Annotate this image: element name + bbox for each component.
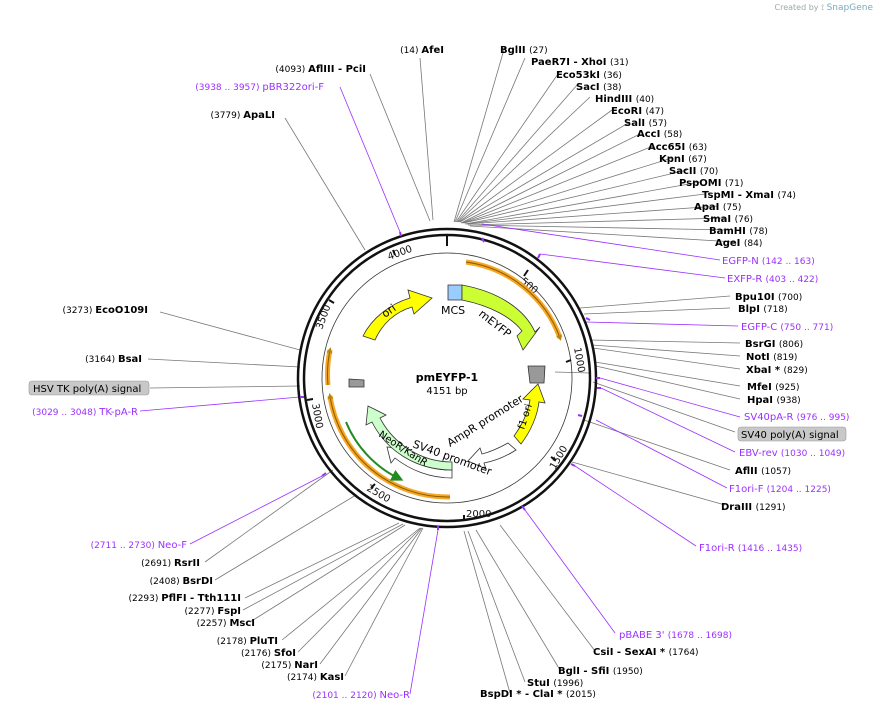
- primer-label: (3029 .. 3048) TK-pA-R: [32, 407, 138, 418]
- enzyme-label: (2178) PluTI: [217, 636, 278, 647]
- enzyme-label: BamHI (78): [709, 226, 768, 237]
- enzyme-label: SacI (38): [576, 82, 622, 93]
- plasmid-name: pmEYFP-1: [416, 371, 478, 384]
- enzyme-label: SmaI (76): [703, 214, 753, 225]
- enzyme-label: (3273) EcoO109I: [62, 305, 148, 316]
- enzyme-label: (2175) NarI: [261, 660, 318, 671]
- primer-label: F1ori-R (1416 .. 1435): [699, 543, 802, 554]
- label-ampr-promoter: AmpR promoter: [445, 392, 526, 450]
- feature-ori: [362, 289, 433, 341]
- enzyme-label: (4093) AflIII - PciI: [275, 64, 366, 75]
- feature-f1ori: [513, 383, 546, 445]
- enzyme-label: StuI (1996): [527, 678, 583, 689]
- snapgene-credit: Created by ⟟ SnapGene: [775, 3, 874, 13]
- primer-ticks: [300, 231, 601, 530]
- enzyme-label: AflII (1057): [735, 466, 791, 477]
- enzyme-label: SalI (57): [624, 118, 667, 129]
- credit-brand: SnapGene: [826, 3, 873, 13]
- primer-label: SV40pA-R (976 .. 995): [744, 412, 849, 423]
- label-mcs: MCS: [441, 304, 465, 317]
- enzyme-label: NotI (819): [746, 352, 797, 363]
- snapgene-logo-icon: ⟟: [821, 3, 825, 12]
- enzyme-label: (3779) ApaLI: [210, 110, 275, 121]
- credit-prefix: Created by: [774, 3, 819, 12]
- enzyme-label: (2293) PflFI - Tth111I: [128, 593, 241, 604]
- enzyme-labels: BglII (27)PaeR7I - XhoI (31) Eco53kI (36)…: [62, 45, 807, 700]
- enzyme-label: (3164) BsaI: [85, 354, 142, 365]
- primer-labels: EGFP-N (142 .. 163) EXFP-R (403 .. 422) EG…: [32, 82, 849, 701]
- ruler-label: 3500: [314, 303, 333, 331]
- feature-hsv-tk-pa: [348, 378, 365, 388]
- enzyme-label: (2174) KasI: [287, 672, 344, 683]
- ruler-ring: [321, 252, 573, 504]
- enzyme-label: Eco53kI (36): [556, 70, 622, 81]
- feature-ampr-promoter: [467, 442, 517, 470]
- enzyme-label: CsiI - SexAI * (1764): [593, 647, 699, 658]
- primer-label: (2711 .. 2730) Neo-F: [91, 540, 188, 551]
- hsv-label-box: [28, 380, 150, 396]
- enzyme-label: Bpu10I (700): [735, 292, 802, 303]
- enzyme-label: HindIII (40): [595, 94, 654, 105]
- enzyme-label: BlpI (718): [738, 304, 788, 315]
- enzyme-label: MfeI (925): [747, 382, 800, 393]
- enzyme-label: BglII (27): [500, 45, 548, 56]
- enzyme-label: ApaI (75): [694, 202, 741, 213]
- enzyme-label: TspMI - XmaI (74): [702, 190, 796, 201]
- label-sv40-polya: SV40 poly(A) signal: [741, 430, 839, 441]
- enzyme-label: XbaI * (829): [746, 365, 808, 376]
- enzyme-label: (2176) SfoI: [241, 648, 296, 659]
- sv40pa-label-box: [737, 426, 847, 442]
- enzyme-label: (2257) MscI: [197, 618, 255, 629]
- primer-label: EGFP-N (142 .. 163): [722, 256, 815, 267]
- feature-meyfp: [461, 284, 541, 351]
- feature-sv40pa: [527, 365, 546, 384]
- enzyme-label: (2408) BsrDI: [150, 576, 213, 587]
- ruler-label: 2000: [466, 509, 491, 520]
- enzyme-label: (2277) FspI: [185, 606, 241, 617]
- primer-label: (3938 .. 3957) pBR322ori-F: [195, 82, 324, 93]
- enzyme-label: BsrGI (806): [745, 339, 803, 350]
- feature-neokan: [365, 405, 453, 471]
- ruler-label: 1000: [571, 347, 586, 374]
- plasmid-length: 4151 bp: [426, 386, 467, 397]
- primer-label: F1ori-F (1204 .. 1225): [729, 484, 831, 495]
- enzyme-label: SacII (70): [669, 166, 718, 177]
- enzyme-label: PaeR7I - XhoI (31): [531, 57, 628, 68]
- enzyme-label: DraIII (1291): [721, 502, 786, 513]
- primer-label: EGFP-C (750 .. 771): [741, 322, 833, 333]
- ruler-label: 3000: [309, 403, 324, 430]
- primer-label: EBV-rev (1030 .. 1049): [739, 448, 845, 459]
- primer-label: EXFP-R (403 .. 422): [727, 274, 818, 285]
- enzyme-label: AgeI (84): [715, 238, 762, 249]
- label-hsv-tk-pa: HSV TK poly(A) signal: [33, 384, 141, 395]
- enzyme-label: KpnI (67): [659, 154, 707, 165]
- feature-mcs: [447, 284, 463, 301]
- enzyme-label: PspOMI (71): [679, 178, 743, 189]
- enzyme-label: AccI (58): [637, 129, 682, 140]
- primer-label: (2101 .. 2120) Neo-R: [312, 690, 410, 701]
- primer-label: pBABE 3' (1678 .. 1698): [619, 630, 732, 641]
- enzyme-label: EcoRI (47): [611, 106, 664, 117]
- leader-lines: [147, 45, 741, 694]
- enzyme-label: (2691) RsrII: [141, 558, 200, 569]
- primer-leader-lines: [139, 86, 741, 695]
- enzyme-label: BglI - SfiI (1950): [558, 666, 643, 677]
- enzyme-label: BspDI * - ClaI * (2015): [480, 689, 596, 700]
- enzyme-label: HpaI (938): [747, 395, 801, 406]
- enzyme-label: (14) AfeI: [400, 45, 444, 56]
- enzyme-label: Acc65I (63): [648, 142, 707, 153]
